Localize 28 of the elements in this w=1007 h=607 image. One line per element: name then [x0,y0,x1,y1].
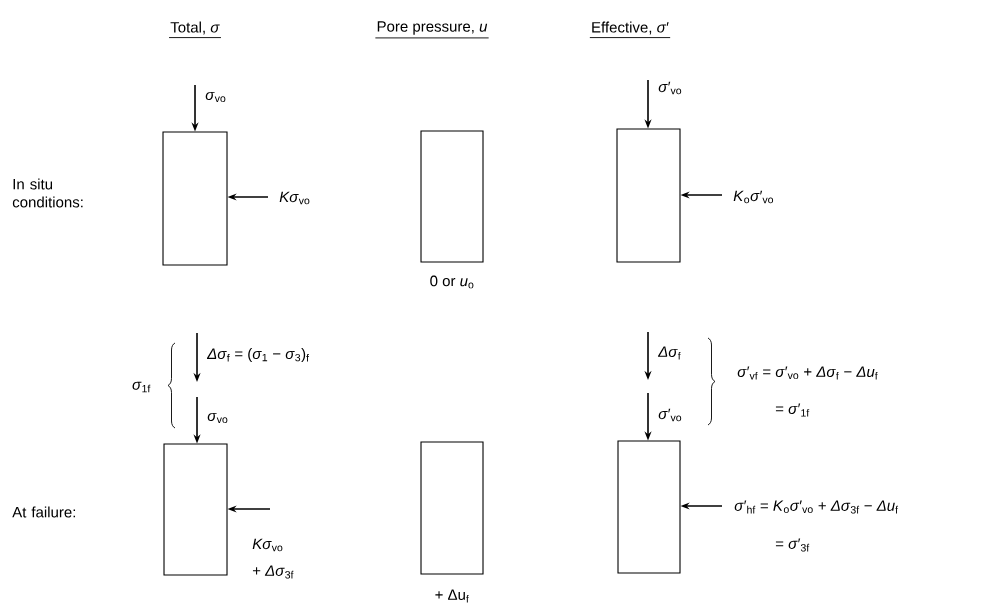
stress-label: σ′$_{vf}$ = σ′$_{vo}$ + Δσ$_{f}$ − Δu$_{f}$ [737,366,878,380]
sample-box [420,130,484,263]
stress-label: = σ′$_{3f}$ [775,538,810,552]
stress-label: Δσ$_{f}$ [657,346,681,360]
brace-label: σ$_{1f}$ [132,381,151,393]
pressure-label: 0 or u$_{o}$ [430,275,474,289]
stress-label: Kσ$_{vo}$ [252,538,283,552]
stress-label: Kσ$_{vo}$ [279,191,310,205]
stress-label: σ′$_{hf}$ = K$_{o}$σ′$_{vo}$ + Δσ$_{3f}$ − Δu$_{f}$ [734,500,899,514]
sample-box [163,443,228,576]
sample-box [420,441,484,575]
stress-label: Δσ$_{f}$ = (σ$_{1}$ − σ$_{3}$)$_{f}$ [206,348,309,362]
sample-box [616,128,681,263]
stress-label: K$_{o}$σ′$_{vo}$ [733,190,774,204]
column-heading: Effective, σ′ [589,21,671,39]
pressure-label: + Δu$_{f}$ [435,589,469,603]
sample-box [617,440,681,574]
column-heading: Pore pressure, u [374,21,490,39]
stress-label: + Δσ$_{3f}$ [252,565,294,579]
column-heading: Total, σ [168,21,222,39]
stress-label: σ′$_{vo}$ [658,81,682,95]
stress-label: σ$_{vo}$ [205,91,226,103]
stress-label: = σ′$_{1f}$ [775,403,810,417]
sample-box [162,131,228,266]
stress-label: σ′$_{vo}$ [658,408,682,422]
row-label: At failure: [12,506,75,518]
stress-label: σ$_{vo}$ [207,412,228,424]
row-label: In situ conditions: [12,178,83,208]
